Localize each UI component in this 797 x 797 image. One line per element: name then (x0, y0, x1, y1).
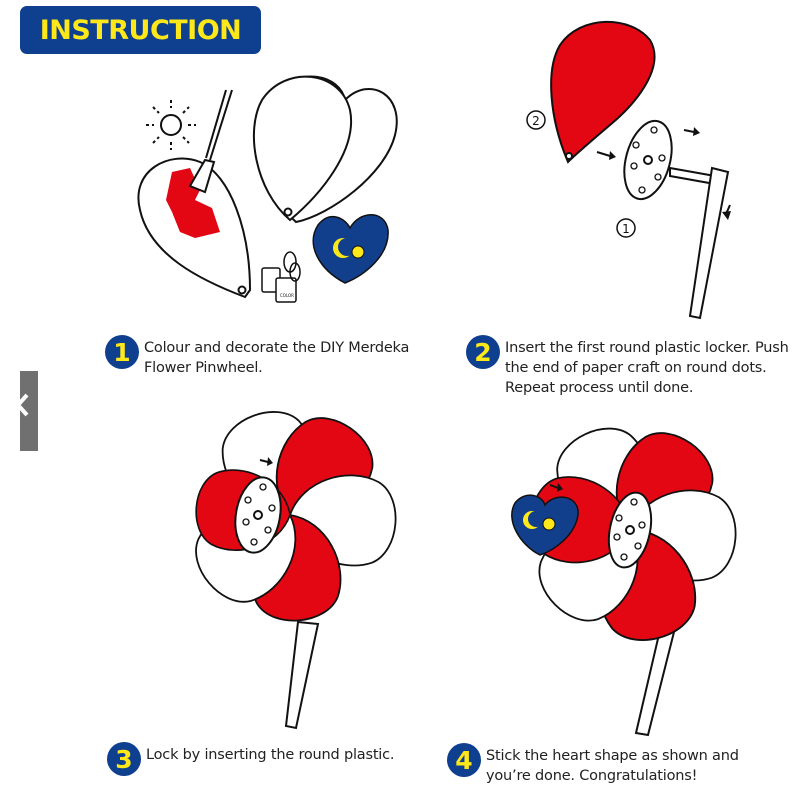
step1-illustration: COLOR (137, 75, 398, 303)
step-text: Stick the heart shape as shown and you’r… (486, 748, 739, 784)
step-number-badge: 1 (105, 335, 139, 369)
step3-illustration (179, 399, 401, 730)
banner-title: INSTRUCTION (39, 14, 242, 46)
step-text: Colour and decorate the DIY Merdeka Flow… (144, 340, 410, 376)
paint-can-label: COLOR (280, 293, 294, 298)
paint-cans-icon: COLOR (261, 251, 301, 303)
side-scroll-tab[interactable] (15, 371, 38, 451)
paint-brush-icon (188, 89, 233, 194)
step-4: 4 Stick the heart shape as shown and you… (447, 743, 776, 786)
step2-illustration: 2 1 (526, 20, 731, 320)
label-circle-2: 2 (532, 114, 540, 128)
sun-icon (146, 100, 196, 150)
malaysia-heart-flag (312, 214, 389, 284)
step4-illustration (511, 414, 741, 737)
petal-outline-front (252, 75, 353, 222)
pinwheel-stick (688, 166, 730, 320)
red-petal (550, 20, 656, 164)
chevron-left-icon (15, 393, 29, 417)
step-number-badge: 3 (107, 742, 141, 776)
step-text: Lock by inserting the round plastic. (146, 747, 395, 763)
step-2: 2 Insert the first round plastic locker.… (466, 335, 797, 398)
step-3: 3 Lock by inserting the round plastic. (107, 742, 395, 776)
step-number-badge: 4 (447, 743, 481, 777)
label-circle-1: 1 (622, 222, 630, 236)
instruction-banner: INSTRUCTION (20, 6, 261, 54)
red-paint-stroke (166, 168, 220, 238)
step-text: Insert the first round plastic locker. P… (505, 340, 789, 396)
step-number-badge: 2 (466, 335, 500, 369)
malaysia-heart-flag (511, 494, 579, 556)
step-1: 1 Colour and decorate the DIY Merdeka Fl… (105, 335, 434, 378)
